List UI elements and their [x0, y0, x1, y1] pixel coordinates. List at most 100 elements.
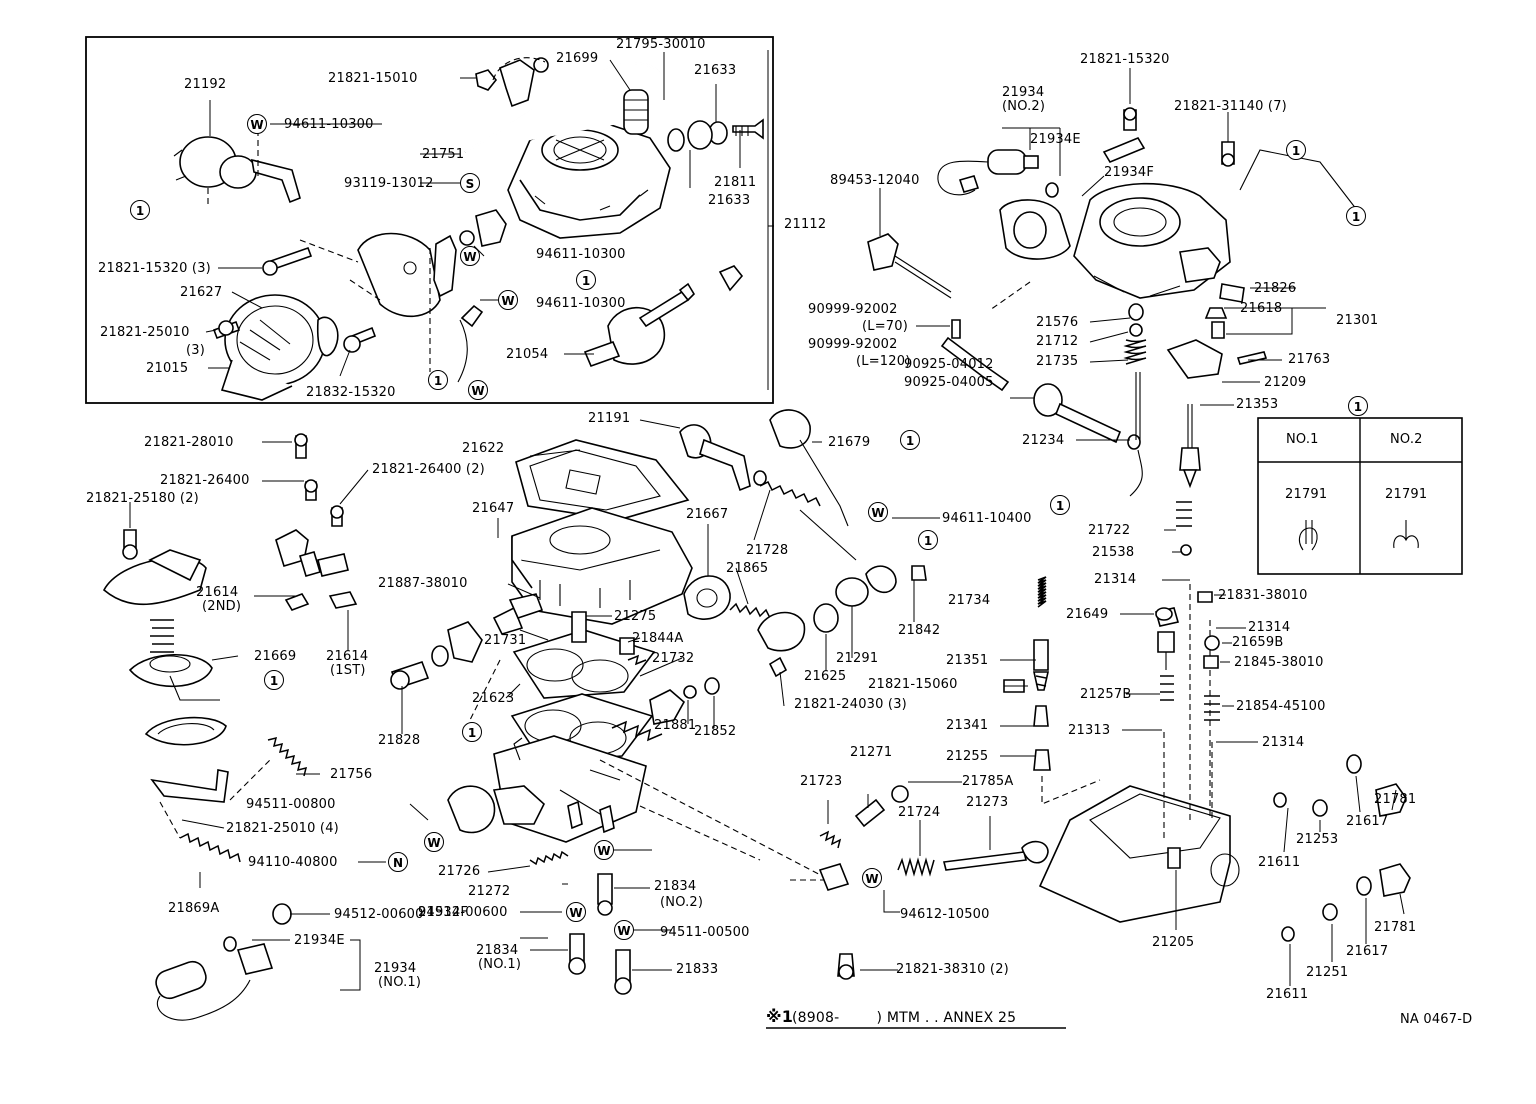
part-label: 21781 — [1374, 792, 1417, 807]
part-label: 21314 — [1262, 735, 1305, 750]
part-label: 21832-15320 — [306, 385, 396, 400]
legend-col1-header: NO.1 — [1286, 432, 1319, 447]
sensor-89453 — [867, 233, 952, 299]
part-label: 21731 — [484, 633, 527, 648]
washer-symbol: W — [498, 290, 518, 310]
part-label: 21887-38010 — [378, 576, 468, 591]
reference-circle-1: 1 — [264, 670, 284, 690]
reference-circle-1: 1 — [462, 722, 482, 742]
part-label: 21881 — [654, 718, 697, 733]
part-label: 90999-92002 — [808, 337, 898, 352]
part-label: 94110-40800 — [248, 855, 338, 870]
part-label: 21821-25180 (2) — [86, 491, 199, 506]
part-label: 21611 — [1266, 987, 1309, 1002]
part-label: 21633 — [708, 193, 751, 208]
part-label: 21723 — [800, 774, 843, 789]
part-label: (NO.2) — [660, 895, 704, 910]
reference-circle-1: 1 — [576, 270, 596, 290]
note-text: (8908- ) MTM . . ANNEX 25 — [792, 1010, 1017, 1026]
washer-symbol: W — [594, 840, 614, 860]
part-label: 21192 — [184, 77, 227, 92]
legend-title: 1 — [1348, 396, 1368, 416]
part-label: 21735 — [1036, 354, 1079, 369]
part-label: 21763 — [1288, 352, 1331, 367]
reference-circle-1: 1 — [1346, 206, 1366, 226]
pump-21627 — [220, 232, 441, 401]
part-label: 21234 — [1022, 433, 1065, 448]
part-label: (2ND) — [202, 599, 242, 614]
part-label: 90925-04005 — [904, 375, 994, 390]
washer-symbol: W — [862, 868, 882, 888]
carburetor-top-right — [999, 182, 1245, 303]
part-label: 90925-04012 — [904, 357, 994, 372]
nut-symbol: N — [388, 852, 408, 872]
part-label: 21614 — [196, 585, 239, 600]
part-label: 21821-15060 — [868, 677, 958, 692]
part-label: 21728 — [746, 543, 789, 558]
part-label: 21811 — [714, 175, 757, 190]
part-label: 21785A — [962, 774, 1014, 789]
part-label: 21934E — [1030, 132, 1081, 147]
part-label: 21647 — [472, 501, 515, 516]
part-label: 21821-25010 — [100, 325, 190, 340]
part-label: 21852 — [694, 724, 737, 739]
part-label: 21015 — [146, 361, 189, 376]
part-label: 93119-13012 — [344, 176, 434, 191]
part-label: 21659B — [1232, 635, 1284, 650]
part-label: 21821-28010 — [144, 435, 234, 450]
washer-symbol: W — [424, 832, 444, 852]
part-label: 21054 — [506, 347, 549, 362]
part-label: (3) — [186, 343, 206, 358]
part-label: 21669 — [254, 649, 297, 664]
part-label: 21722 — [1088, 523, 1131, 538]
part-label: 21845-38010 — [1234, 655, 1324, 670]
reference-circle-1: 1 — [918, 530, 938, 550]
reference-circle-1: 1 — [428, 370, 448, 390]
part-label: 21854-45100 — [1236, 699, 1326, 714]
part-label: 21618 — [1240, 301, 1283, 316]
part-label: 21617 — [1346, 814, 1389, 829]
part-label: 21667 — [686, 507, 729, 522]
diagram-code: NA 0467-D — [1400, 1012, 1473, 1027]
part-label: 21934F — [418, 905, 469, 920]
part-label: 21341 — [946, 718, 989, 733]
part-label: 21275 — [614, 609, 657, 624]
legend-part1: 21791 — [1285, 487, 1328, 502]
part-label: 94611-10400 — [942, 511, 1032, 526]
part-label: 21844A — [632, 631, 684, 646]
pump-assembly-left — [102, 549, 227, 746]
part-label: 21821-38310 (2) — [896, 962, 1009, 977]
part-label: 94612-10500 — [900, 907, 990, 922]
part-label: 21821-24030 (3) — [794, 697, 907, 712]
part-label: 21756 — [330, 767, 373, 782]
part-label: 94611-10300 — [284, 117, 374, 132]
reference-circle-1: 1 — [1286, 140, 1306, 160]
part-label: 94512-00600 — [334, 907, 424, 922]
part-label: 21826 — [1254, 281, 1297, 296]
washer-symbol: W — [247, 114, 267, 134]
part-label: 89453-12040 — [830, 173, 920, 188]
part-label: (L=120) — [856, 354, 911, 369]
part-label: 21623 — [472, 691, 515, 706]
part-label: 21301 — [1336, 313, 1379, 328]
part-label: 21821-15320 — [1080, 52, 1170, 67]
part-label: 21734 — [948, 593, 991, 608]
part-label: (NO.1) — [378, 975, 422, 990]
part-label: 21614 — [326, 649, 369, 664]
legend-col2-header: NO.2 — [1390, 432, 1423, 447]
part-label: 21751 — [422, 147, 465, 162]
part-label: 21255 — [946, 749, 989, 764]
choke-21054 — [583, 282, 696, 368]
part-label: 21314 — [1094, 572, 1137, 587]
reference-circle-1: 1 — [900, 430, 920, 450]
part-label: 21611 — [1258, 855, 1301, 870]
valve-90925 — [1033, 383, 1141, 450]
part-label: 21253 — [1296, 832, 1339, 847]
part-label: (NO.2) — [1002, 99, 1046, 114]
part-label: 21679 — [828, 435, 871, 450]
part-label: 21617 — [1346, 944, 1389, 959]
part-label: 21538 — [1092, 545, 1135, 560]
part-label: 21251 — [1306, 965, 1349, 980]
part-label: 21821-31140 (7) — [1174, 99, 1287, 114]
part-label: 21622 — [462, 441, 505, 456]
